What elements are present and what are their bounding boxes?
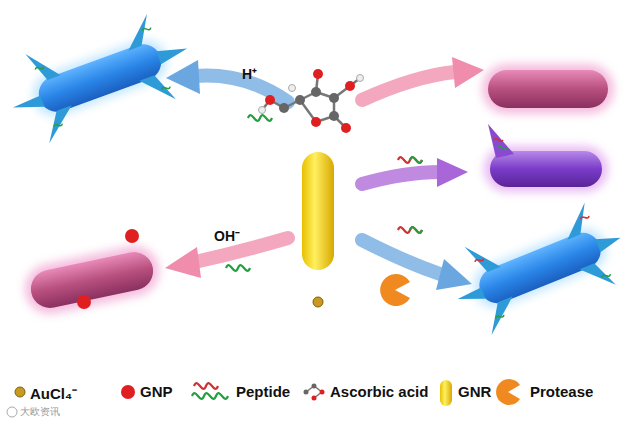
peptide-squiggles bbox=[226, 115, 422, 271]
protease-symbol bbox=[380, 274, 410, 306]
purple-rod bbox=[484, 124, 608, 192]
legend-text: GNP bbox=[140, 383, 173, 400]
gnp-particle bbox=[77, 295, 91, 309]
legend-text: Protease bbox=[530, 383, 593, 400]
legend-text: Ascorbic acid bbox=[330, 383, 428, 400]
spiked-blue-rod bbox=[0, 1, 202, 152]
reaction-arrows bbox=[165, 57, 484, 290]
spiked-blue-rod bbox=[440, 191, 631, 341]
gold-nanorod bbox=[302, 152, 334, 270]
legend-text: Peptide bbox=[236, 383, 290, 400]
ascorbic-acid-molecule bbox=[259, 69, 364, 133]
legend-text: AuCl₄⁻ bbox=[30, 383, 77, 403]
gnp-particle bbox=[125, 229, 139, 243]
pink-rod bbox=[20, 241, 163, 318]
arrow-label: H⁺ bbox=[242, 64, 257, 83]
arrow-label: OH⁻ bbox=[214, 226, 240, 245]
aucl4-dot bbox=[313, 297, 323, 307]
pink-rod bbox=[482, 64, 614, 114]
legend-text: GNR bbox=[458, 383, 491, 400]
watermark: 大欧资讯 bbox=[20, 405, 60, 419]
legend-icons bbox=[7, 379, 520, 417]
